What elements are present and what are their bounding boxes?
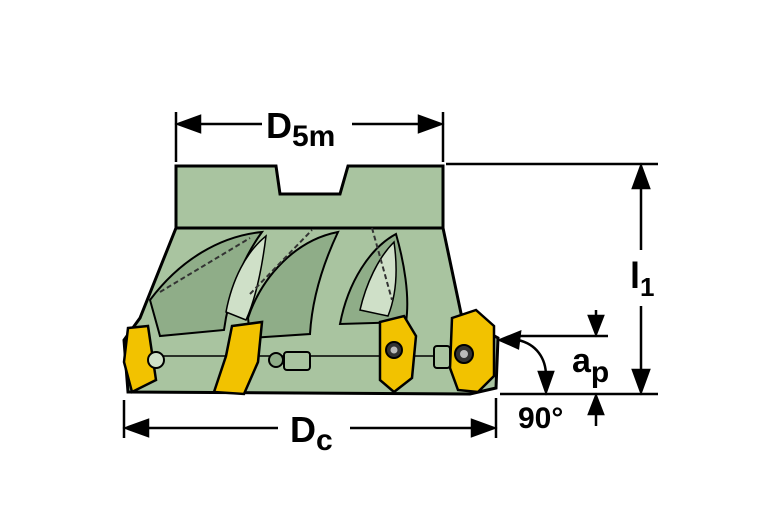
- dc-arrow-right: [470, 418, 498, 438]
- coolant-channel-3: [371, 227, 393, 301]
- inserts: [122, 308, 496, 396]
- label-ap: ap: [572, 342, 609, 389]
- d5m-arrow-right: [417, 114, 445, 134]
- angle-arrow-top: [496, 330, 522, 350]
- insert-screw-right-inner: [460, 350, 468, 358]
- label-d5m-sub: 5m: [292, 120, 335, 153]
- label-ap-main: a: [572, 342, 592, 380]
- label-d5m: D5m: [266, 105, 335, 153]
- insert-second: [212, 320, 264, 396]
- chip-pocket-2: [246, 230, 340, 340]
- ap-arrow-bottom: [587, 392, 605, 416]
- insert-screw-third-inner: [390, 346, 398, 354]
- insert-wedge-second: [283, 351, 311, 371]
- label-angle: 90°: [518, 402, 563, 435]
- angle-arc: [517, 338, 548, 377]
- dimension-lines: [122, 112, 658, 438]
- l1-arrow-bottom: [631, 368, 651, 396]
- l1-arrow-top: [631, 162, 651, 190]
- label-dc: Dc: [290, 409, 333, 457]
- label-l1-sub: 1: [640, 272, 654, 302]
- coolant-channel-1: [159, 237, 251, 293]
- label-dc-sub: c: [316, 424, 333, 457]
- label-ap-sub: p: [591, 356, 609, 389]
- dc-arrow-left: [122, 418, 150, 438]
- body-highlight-2: [359, 240, 397, 317]
- cutter-hub: [174, 164, 445, 230]
- labels: D5m l1 ap 90° Dc: [266, 105, 654, 457]
- d5m-arrow-left: [174, 114, 202, 134]
- label-dc-main: D: [290, 409, 316, 450]
- label-l1: l1: [630, 255, 654, 302]
- insert-wedge-right: [433, 345, 451, 369]
- insert-left: [122, 324, 158, 394]
- label-d5m-main: D: [266, 105, 292, 146]
- angle-arrow-bottom: [537, 370, 555, 396]
- coolant-channel-2: [249, 229, 313, 295]
- label-l1-main: l: [630, 255, 640, 296]
- body-highlight-1: [225, 234, 267, 321]
- insert-screw-left: [147, 351, 165, 369]
- chip-pocket-1: [148, 230, 265, 338]
- ap-arrow-top: [587, 314, 605, 338]
- insert-screw-second: [268, 352, 284, 368]
